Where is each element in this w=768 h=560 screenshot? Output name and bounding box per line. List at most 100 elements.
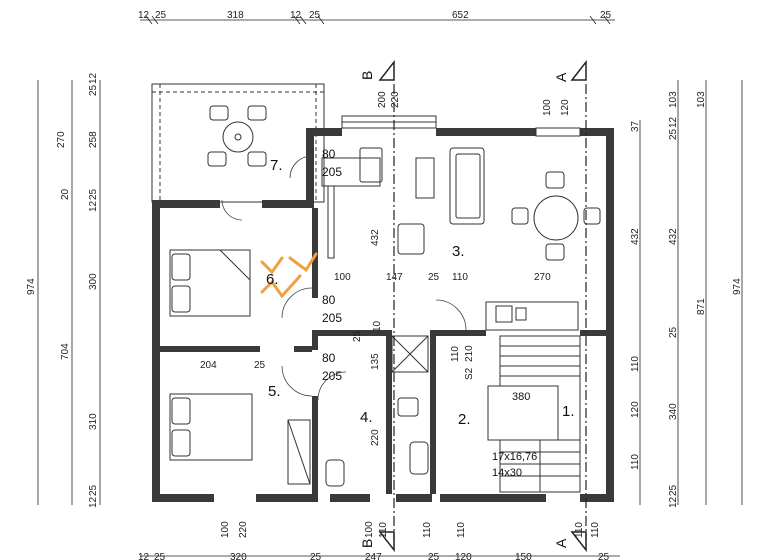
int-dim-270: 270 bbox=[534, 272, 551, 283]
door-6-width: 80 bbox=[322, 293, 336, 307]
dim-left-704: 704 bbox=[60, 343, 71, 360]
dim-right-12: 12 bbox=[668, 116, 679, 128]
section-a-top: A bbox=[553, 72, 569, 82]
dim-right-25: 25 bbox=[668, 128, 679, 140]
int-dim-147: 147 bbox=[386, 272, 403, 283]
room-6-label: 6. bbox=[266, 271, 279, 288]
opening-a-height: 120 bbox=[560, 99, 571, 116]
stair-spec-1: 17x16,76 bbox=[492, 451, 537, 463]
dim-right-432: 432 bbox=[668, 228, 679, 245]
dim-right-871: 871 bbox=[696, 298, 707, 315]
door-6-height: 205 bbox=[322, 311, 342, 325]
dim-bot-4: 25 bbox=[310, 552, 322, 560]
int-dim-25b: 25 bbox=[254, 360, 266, 371]
terrace bbox=[151, 83, 325, 203]
dim-right-25b: 25 bbox=[668, 326, 679, 338]
dim-left-i10: 25 bbox=[88, 484, 99, 496]
dim-top-6: 652 bbox=[452, 10, 469, 21]
door-5-height: 205 bbox=[322, 369, 342, 383]
opening-bot-2: 100 bbox=[364, 521, 375, 538]
door-7-height: 205 bbox=[322, 165, 342, 179]
stair-spec-2: 14x30 bbox=[492, 467, 522, 479]
dim-bot-9: 25 bbox=[598, 552, 610, 560]
watermark-logo bbox=[260, 252, 318, 299]
dim-bot-8: 150 bbox=[515, 552, 532, 560]
room-7-label: 7. bbox=[270, 157, 283, 174]
terrace-table-set bbox=[207, 105, 267, 167]
int-dim-204: 204 bbox=[200, 360, 217, 371]
dim-top-3: 318 bbox=[227, 10, 244, 21]
room-3-label: 3. bbox=[452, 243, 465, 260]
dim-bot-5: 247 bbox=[365, 552, 382, 560]
dim-left-i1: 25 bbox=[88, 84, 99, 96]
dim-right-340: 340 bbox=[668, 403, 679, 420]
dim-bot-7: 120 bbox=[455, 552, 472, 560]
int-dim-25: 25 bbox=[428, 272, 440, 283]
dim-bot-2: 25 bbox=[154, 552, 166, 560]
outer-walls bbox=[152, 128, 614, 502]
opening-bot-5: 110 bbox=[574, 522, 585, 538]
dim-right-103: 103 bbox=[668, 91, 679, 108]
dim-bot-1: 12 bbox=[138, 552, 150, 560]
dim-right-outer: 974 bbox=[732, 278, 743, 295]
door-7-width: 80 bbox=[322, 147, 336, 161]
dim-right-37: 37 bbox=[630, 120, 641, 132]
dim-top-4: 12 bbox=[290, 10, 302, 21]
room-4-label: 4. bbox=[360, 409, 373, 426]
opening-bot-1: 100 bbox=[220, 521, 231, 538]
dim-left-i3: 270 bbox=[56, 131, 67, 148]
dim-left-i7: 300 bbox=[88, 273, 99, 290]
bedroom-5-furniture bbox=[169, 393, 311, 485]
section-lines bbox=[393, 84, 587, 540]
closet-panel bbox=[327, 185, 335, 259]
dim-left-i5: 12 bbox=[88, 200, 99, 212]
int-dim-210v: 210 bbox=[464, 345, 475, 362]
opening-a-width: 100 bbox=[542, 99, 553, 116]
kitchen-counter bbox=[485, 301, 579, 331]
section-a-bottom: A bbox=[553, 538, 569, 548]
bathroom-fixtures bbox=[325, 335, 429, 487]
opening-b-height: 220 bbox=[390, 91, 401, 108]
dim-top-7: 25 bbox=[600, 10, 612, 21]
opening-bot-5h: 110 bbox=[590, 522, 601, 538]
left-dimension-lines bbox=[37, 80, 101, 505]
int-dim-220: 220 bbox=[370, 429, 381, 446]
stair-width: 380 bbox=[512, 391, 530, 403]
opening-bot-4: 110 bbox=[456, 522, 467, 538]
dim-top-5: 25 bbox=[309, 10, 321, 21]
top-windows bbox=[341, 115, 581, 137]
bedroom-6-furniture bbox=[169, 249, 251, 317]
dim-top-2: 25 bbox=[155, 10, 167, 21]
dim-right-103b: 103 bbox=[696, 91, 707, 108]
opening-b-width: 200 bbox=[377, 91, 388, 108]
dim-right-120: 120 bbox=[630, 401, 641, 418]
dim-left-20: 20 bbox=[60, 188, 71, 200]
dim-left-i4: 258 bbox=[88, 131, 99, 148]
dim-left-i6: 25 bbox=[88, 188, 99, 200]
dim-right-25c: 25 bbox=[668, 484, 679, 496]
opening-bot-3: 110 bbox=[422, 522, 433, 538]
int-dim-432: 432 bbox=[370, 229, 381, 246]
dim-left-i2: 12 bbox=[88, 72, 99, 84]
dim-left-outer: 974 bbox=[26, 278, 37, 295]
room-1-label: 1. bbox=[562, 403, 575, 420]
staircase bbox=[487, 335, 581, 493]
s2-label: S2 bbox=[464, 367, 475, 380]
dim-left-i9: 12 bbox=[88, 496, 99, 508]
dim-bot-6: 25 bbox=[428, 552, 440, 560]
door-5-width: 80 bbox=[322, 351, 336, 365]
top-dimension-line bbox=[140, 15, 615, 25]
int-dim-110: 110 bbox=[452, 272, 468, 283]
dim-right-110a: 110 bbox=[630, 356, 641, 372]
room-5-label: 5. bbox=[268, 383, 281, 400]
dim-right-12b: 12 bbox=[668, 496, 679, 508]
int-dim-25v: 25 bbox=[352, 330, 363, 342]
opening-bot-2h: 110 bbox=[378, 522, 389, 538]
room-2-label: 2. bbox=[458, 411, 471, 428]
dim-bot-3: 320 bbox=[230, 552, 247, 560]
opening-bot-1h: 220 bbox=[238, 521, 249, 538]
section-markers bbox=[378, 59, 587, 553]
interior-walls bbox=[160, 208, 610, 494]
dim-right-432a: 432 bbox=[630, 228, 641, 245]
